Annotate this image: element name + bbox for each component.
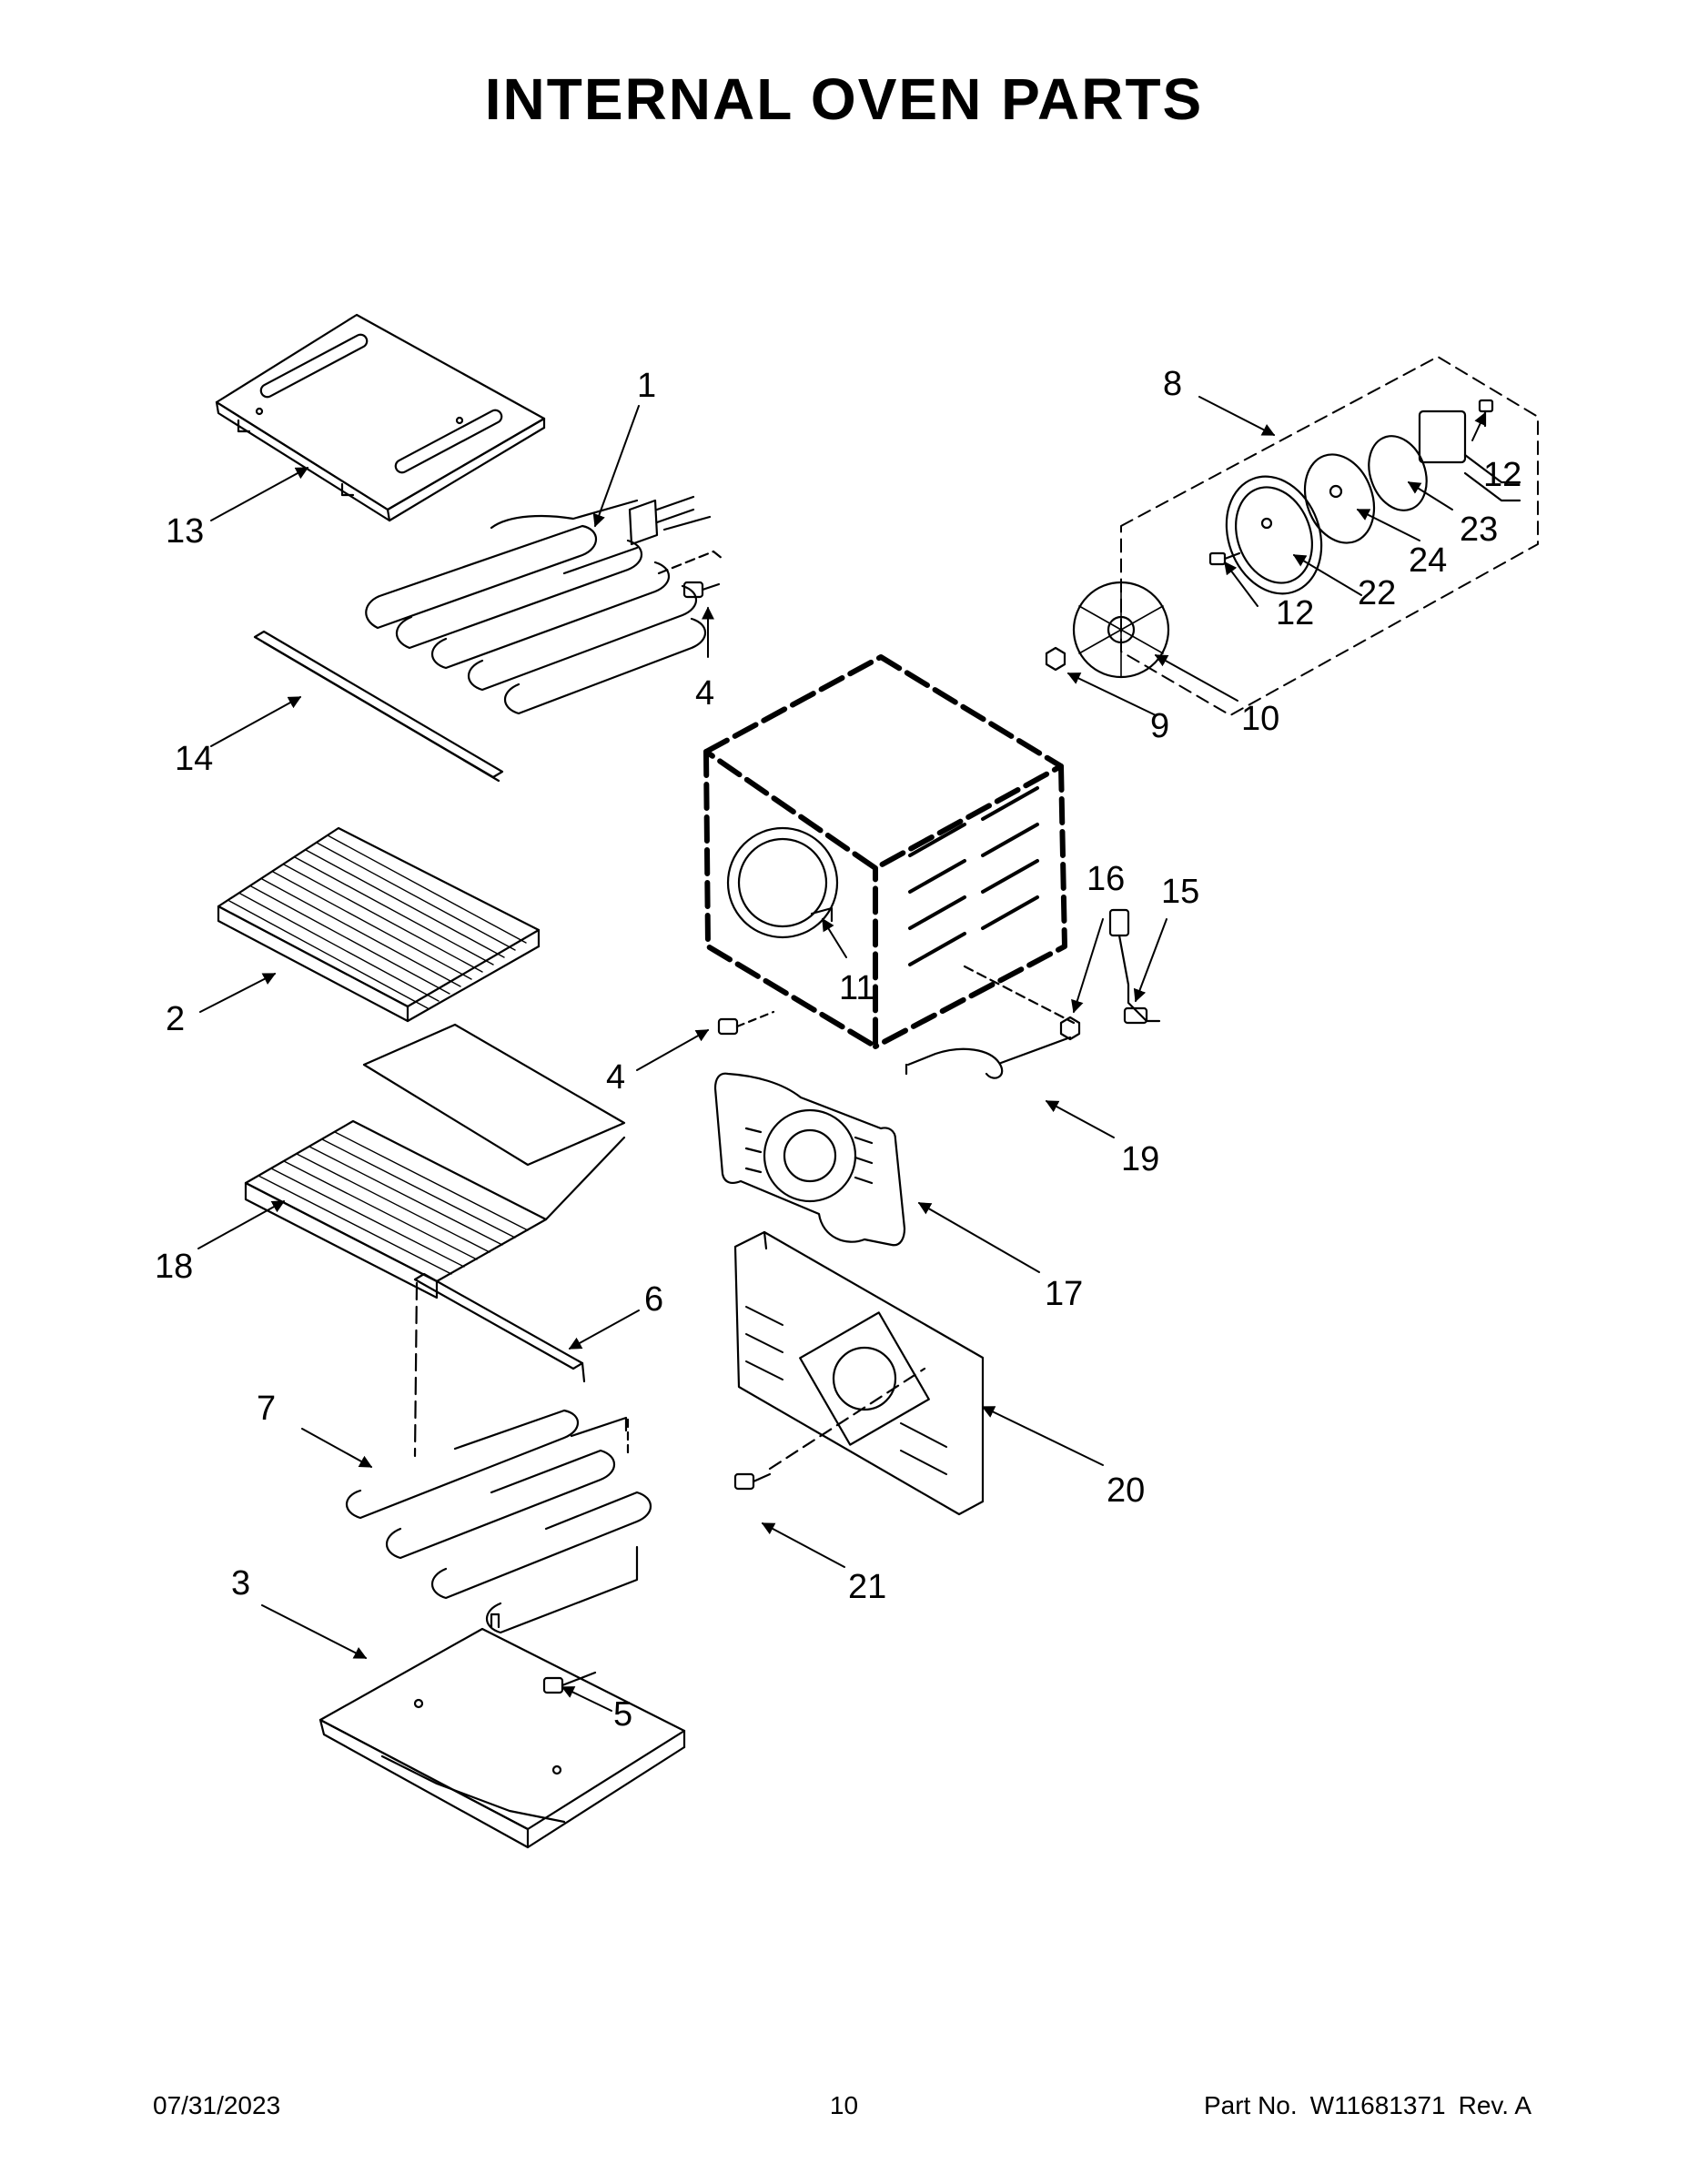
callout-20: 20 [1107,1471,1145,1510]
callout-24: 24 [1409,541,1447,580]
callout-13: 13 [166,512,204,551]
footer-part-label: Part No. [1203,2091,1298,2119]
callout-7: 7 [257,1390,276,1428]
callout-22: 22 [1358,574,1396,612]
footer-part-number: W11681371 [1309,2091,1446,2119]
screw-bottom-part [542,1671,597,1694]
screw-bracket-part [1208,551,1241,566]
callout-10: 10 [1241,700,1279,738]
convection-fan-cover-part [713,1072,906,1247]
callout-21: 21 [848,1568,886,1606]
footer-date: 07/31/2023 [153,2091,281,2119]
callout-8: 8 [1163,365,1182,403]
callout-19: 19 [1121,1140,1159,1178]
bracket-part [413,1272,586,1458]
callout-labels: 1 2 3 4 4 5 6 7 8 9 10 11 12 12 13 14 15… [155,365,1521,1734]
callout-6: 6 [644,1280,663,1319]
callout-11: 11 [839,969,874,1007]
sensor-nut-part [1059,1016,1081,1041]
footer-page-number: 10 [829,2091,859,2119]
clip-part [810,906,834,923]
callout-12-bracket: 12 [1276,594,1314,632]
bottom-panel-part [318,1613,686,1849]
oven-rack-part [217,826,541,1023]
callout-15: 15 [1161,873,1199,911]
page-title: INTERNAL OVEN PARTS [484,66,1204,132]
rail-part [253,630,504,783]
callout-3: 3 [231,1564,250,1603]
callout-9: 9 [1150,707,1169,745]
callout-1: 1 [637,367,656,405]
oven-sensor-part [1108,908,1161,1025]
broil-element-part [365,495,712,715]
callout-2: 2 [166,1000,185,1038]
meat-probe-part [905,1036,1072,1079]
callout-12-motor: 12 [1483,456,1521,494]
fan-nut-part [1045,646,1066,672]
slide-rack-part [244,1023,626,1299]
screw-rear-panel-part [733,1472,772,1491]
rear-panel-part [733,1230,985,1516]
callout-4-lower: 4 [606,1058,625,1097]
callout-16: 16 [1087,860,1125,898]
callout-18: 18 [155,1248,193,1286]
motor-bracket-plate-part [1225,475,1323,595]
insulation-disc-part [1303,453,1376,544]
callout-5: 5 [613,1695,632,1734]
leader-lines [197,396,1487,1712]
convection-motor-part [1368,410,1521,511]
callout-23: 23 [1460,511,1498,549]
oven-cavity-part [703,654,1067,1049]
bake-element-part [345,1409,652,1634]
footer-revision: Rev. A [1458,2091,1531,2119]
screw-upper-part [657,550,724,599]
footer-part-info: Part No. W11681371 Rev. A [1204,2091,1531,2120]
callout-17: 17 [1045,1275,1083,1313]
top-heat-shield-part [215,313,546,522]
callout-14: 14 [175,740,213,778]
callout-4-upper: 4 [695,674,714,713]
screw-lower-part [717,1010,775,1036]
convection-fan-blade-part [1072,581,1170,679]
